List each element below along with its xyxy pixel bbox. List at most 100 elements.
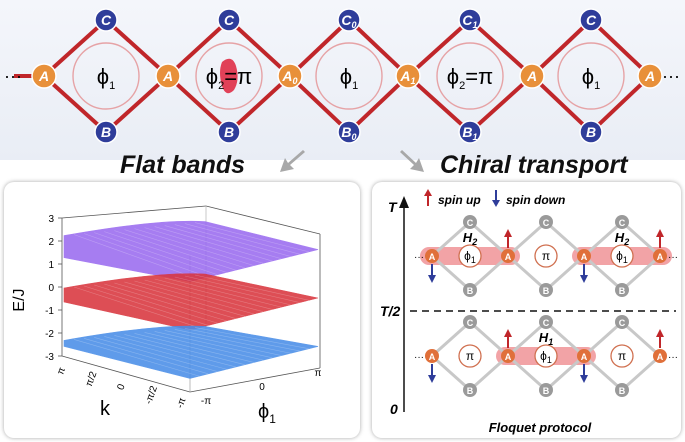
band-mesh-line: [154, 226, 273, 262]
floquet-bond: [544, 254, 586, 292]
site-c-node: [463, 215, 477, 229]
site-b-label: B: [586, 124, 596, 140]
site-a-label: A: [162, 68, 173, 84]
band-mesh-line: [184, 275, 300, 303]
band-mesh-line: [144, 332, 264, 361]
band-mesh-line: [154, 278, 273, 310]
phi-axis-ticks: -π0π: [201, 368, 322, 407]
band-mesh-line: [194, 222, 309, 253]
lattice-bond: [347, 18, 410, 78]
site-a-node: [155, 63, 181, 89]
lattice-bond: [468, 18, 534, 78]
site-a-label: A: [429, 252, 436, 262]
band-mesh-line: [114, 230, 236, 271]
floquet-bond: [468, 354, 510, 392]
band-mesh-line: [134, 280, 255, 315]
site-c-node: [579, 8, 603, 32]
band-mesh-line: [134, 333, 255, 363]
flux-phi-label: ϕ1: [540, 349, 552, 365]
spin-down-arrow-head: [428, 375, 436, 383]
lattice-bond: [406, 74, 472, 134]
z-tick-label: 0: [48, 283, 54, 294]
band-mesh-line: [84, 233, 209, 278]
site-a-node-end: [637, 63, 663, 89]
site-c-label: C: [467, 218, 474, 228]
band-mesh-line: [124, 281, 245, 317]
time-label-half: T/2: [380, 303, 400, 319]
band-mesh-line: [73, 339, 200, 377]
site-b-node: [217, 120, 241, 144]
flux-marker: [610, 244, 634, 268]
site-c-label: C1: [462, 12, 477, 30]
band-surface-middle: [63, 273, 319, 331]
lattice-bond: [166, 74, 231, 134]
site-a-node: [425, 249, 439, 263]
flux-loop: [436, 42, 504, 110]
site-c-label: C: [467, 318, 474, 328]
site-a-node: [277, 63, 303, 89]
site-c-node: [337, 8, 361, 32]
floquet-bond: [620, 354, 662, 392]
site-b-node: [615, 283, 629, 297]
z-tick-label: -1: [45, 306, 54, 317]
floquet-bond: [430, 320, 472, 358]
site-b-node: [463, 283, 477, 297]
lattice-bond: [347, 74, 410, 134]
lattice-bond: [104, 18, 170, 78]
time-label-T: T: [388, 199, 398, 215]
z-tick-label: 1: [48, 260, 54, 271]
flux-marker: [534, 344, 558, 368]
flat-bands-heading: Flat bands: [120, 151, 246, 179]
floquet-bond: [430, 354, 472, 392]
site-c-node: [463, 315, 477, 329]
site-a-node: [501, 349, 515, 363]
phi-axis-label: ϕ1: [258, 401, 276, 426]
spin-up-arrow-head: [656, 329, 664, 337]
site-a-label: A: [429, 352, 436, 362]
hamiltonian-label: H1: [539, 330, 553, 347]
band-mesh-line: [84, 338, 209, 375]
lattice-bond: [42, 18, 108, 78]
ellipsis-left: ···: [414, 352, 424, 363]
floquet-bond: [582, 220, 624, 258]
site-b-node: [463, 383, 477, 397]
site-b-node: [539, 383, 553, 397]
band-mesh-line: [124, 334, 245, 365]
spin-up-arrow-head: [504, 229, 512, 237]
site-c-label: C: [619, 218, 626, 228]
particle-marker: [220, 58, 238, 94]
floquet-bond: [468, 320, 510, 358]
band-mesh-line: [84, 285, 209, 326]
flux-label: ϕ1: [340, 64, 358, 92]
site-a-label: A: [657, 352, 664, 362]
chiral-transport-heading: Chiral transport: [440, 151, 628, 179]
site-c-label: C: [543, 218, 550, 228]
floquet-bond: [544, 320, 586, 358]
band-mesh-line: [164, 225, 282, 260]
site-a-node: [519, 63, 545, 89]
site-a-label: A1: [399, 68, 415, 86]
site-c-label: C: [619, 318, 626, 328]
site-a-node: [653, 249, 667, 263]
site-b-label: B: [543, 286, 550, 296]
site-a-label: A: [505, 352, 512, 362]
site-b-label: B: [467, 386, 474, 396]
spin-down-arrow-head: [428, 275, 436, 283]
floquet-bond: [468, 254, 510, 292]
spin-down-arrow-head: [580, 375, 588, 383]
flux-label: ϕ2=π: [447, 64, 493, 92]
site-a-label: A: [657, 252, 664, 262]
band-mesh-line: [94, 284, 218, 324]
site-b-label: B: [224, 124, 234, 140]
band-mesh-line: [104, 283, 227, 322]
floquet-bond: [620, 254, 662, 292]
floquet-bond: [506, 320, 548, 358]
site-a-node: [31, 63, 57, 89]
band-mesh-line: [134, 228, 255, 266]
band-mesh-line: [73, 286, 200, 328]
ellipsis-left: ···: [414, 252, 424, 263]
